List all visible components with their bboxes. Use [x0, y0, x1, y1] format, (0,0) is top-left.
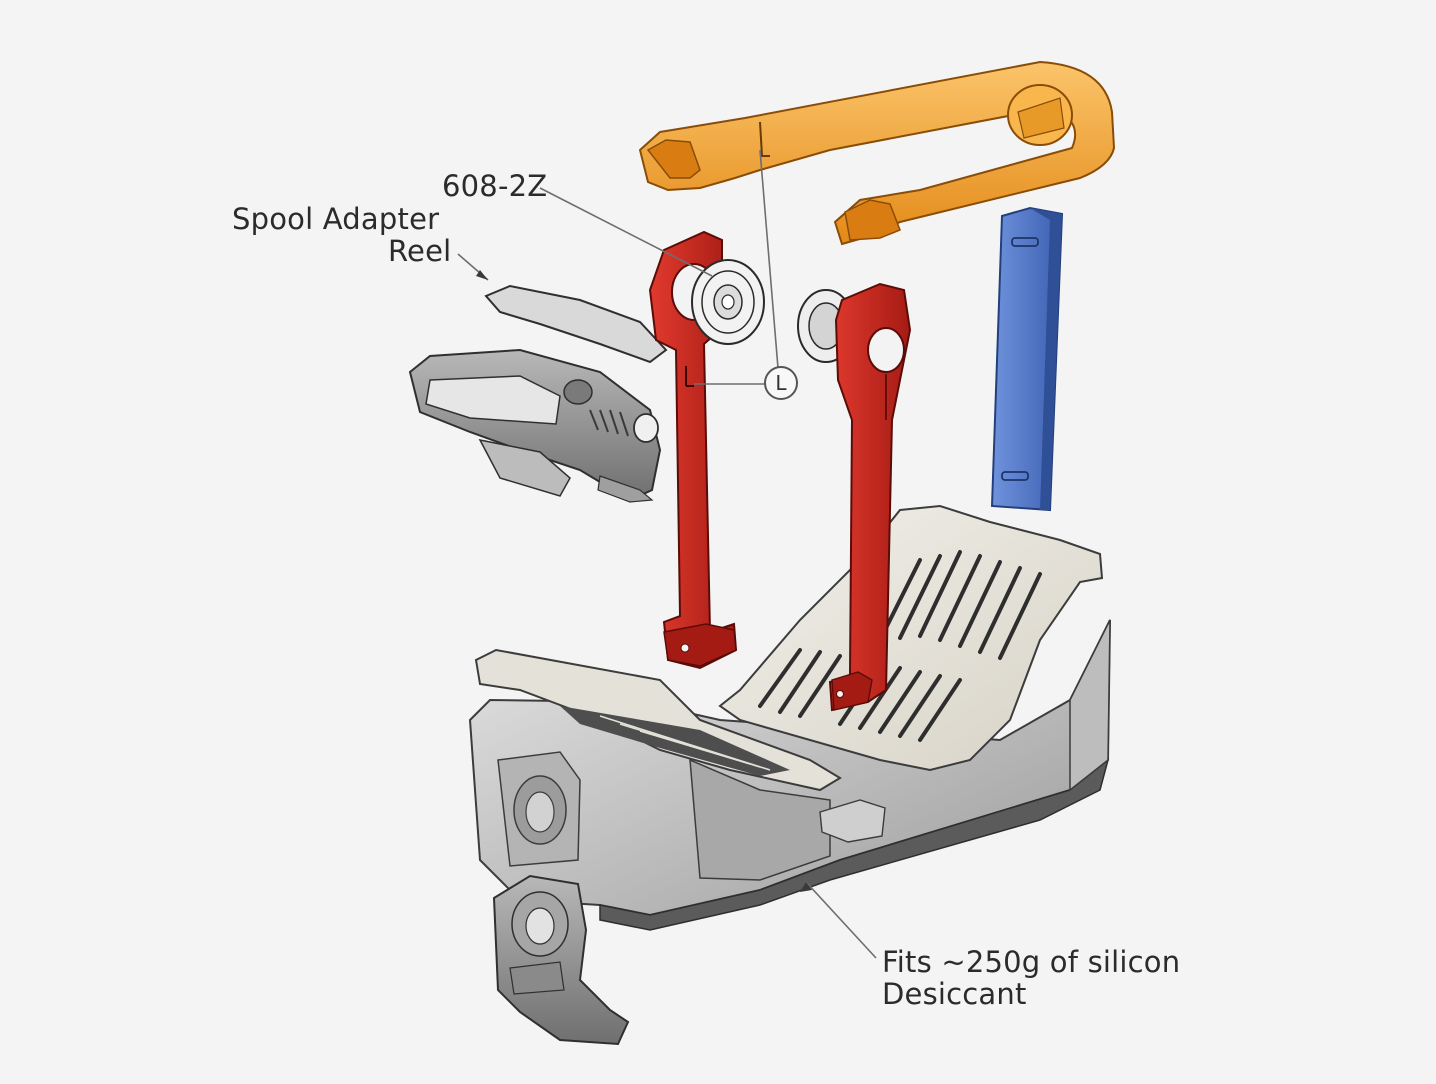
- blue-strap: [990, 206, 1064, 512]
- leader-bearing: [539, 187, 713, 277]
- label-fits-desiccant-line1: Fits ~250g of silicon: [882, 945, 1181, 979]
- leader-l-yoke: [759, 149, 779, 369]
- leader-fits: [805, 881, 877, 959]
- callout-l-circle: L: [764, 366, 798, 400]
- label-reel: Reel: [388, 234, 452, 268]
- label-bearing: 608-2Z: [442, 169, 548, 203]
- grated-tray: [718, 504, 1104, 772]
- right-red-arm: [828, 282, 912, 712]
- reel-thread: [589, 409, 629, 437]
- lid-flap: [474, 648, 842, 792]
- leader-lines: [457, 149, 877, 959]
- label-spool-adapter: Spool Adapter: [232, 202, 440, 236]
- label-fits-desiccant-line2: Desiccant: [882, 977, 1027, 1011]
- arrowhead-fits: [800, 882, 812, 892]
- yoke-bracket: [638, 60, 1116, 246]
- front-hinge-part: [492, 874, 630, 1046]
- reel-part: [408, 284, 668, 503]
- left-bearing: [691, 259, 765, 345]
- arrowhead-reel: [476, 270, 488, 280]
